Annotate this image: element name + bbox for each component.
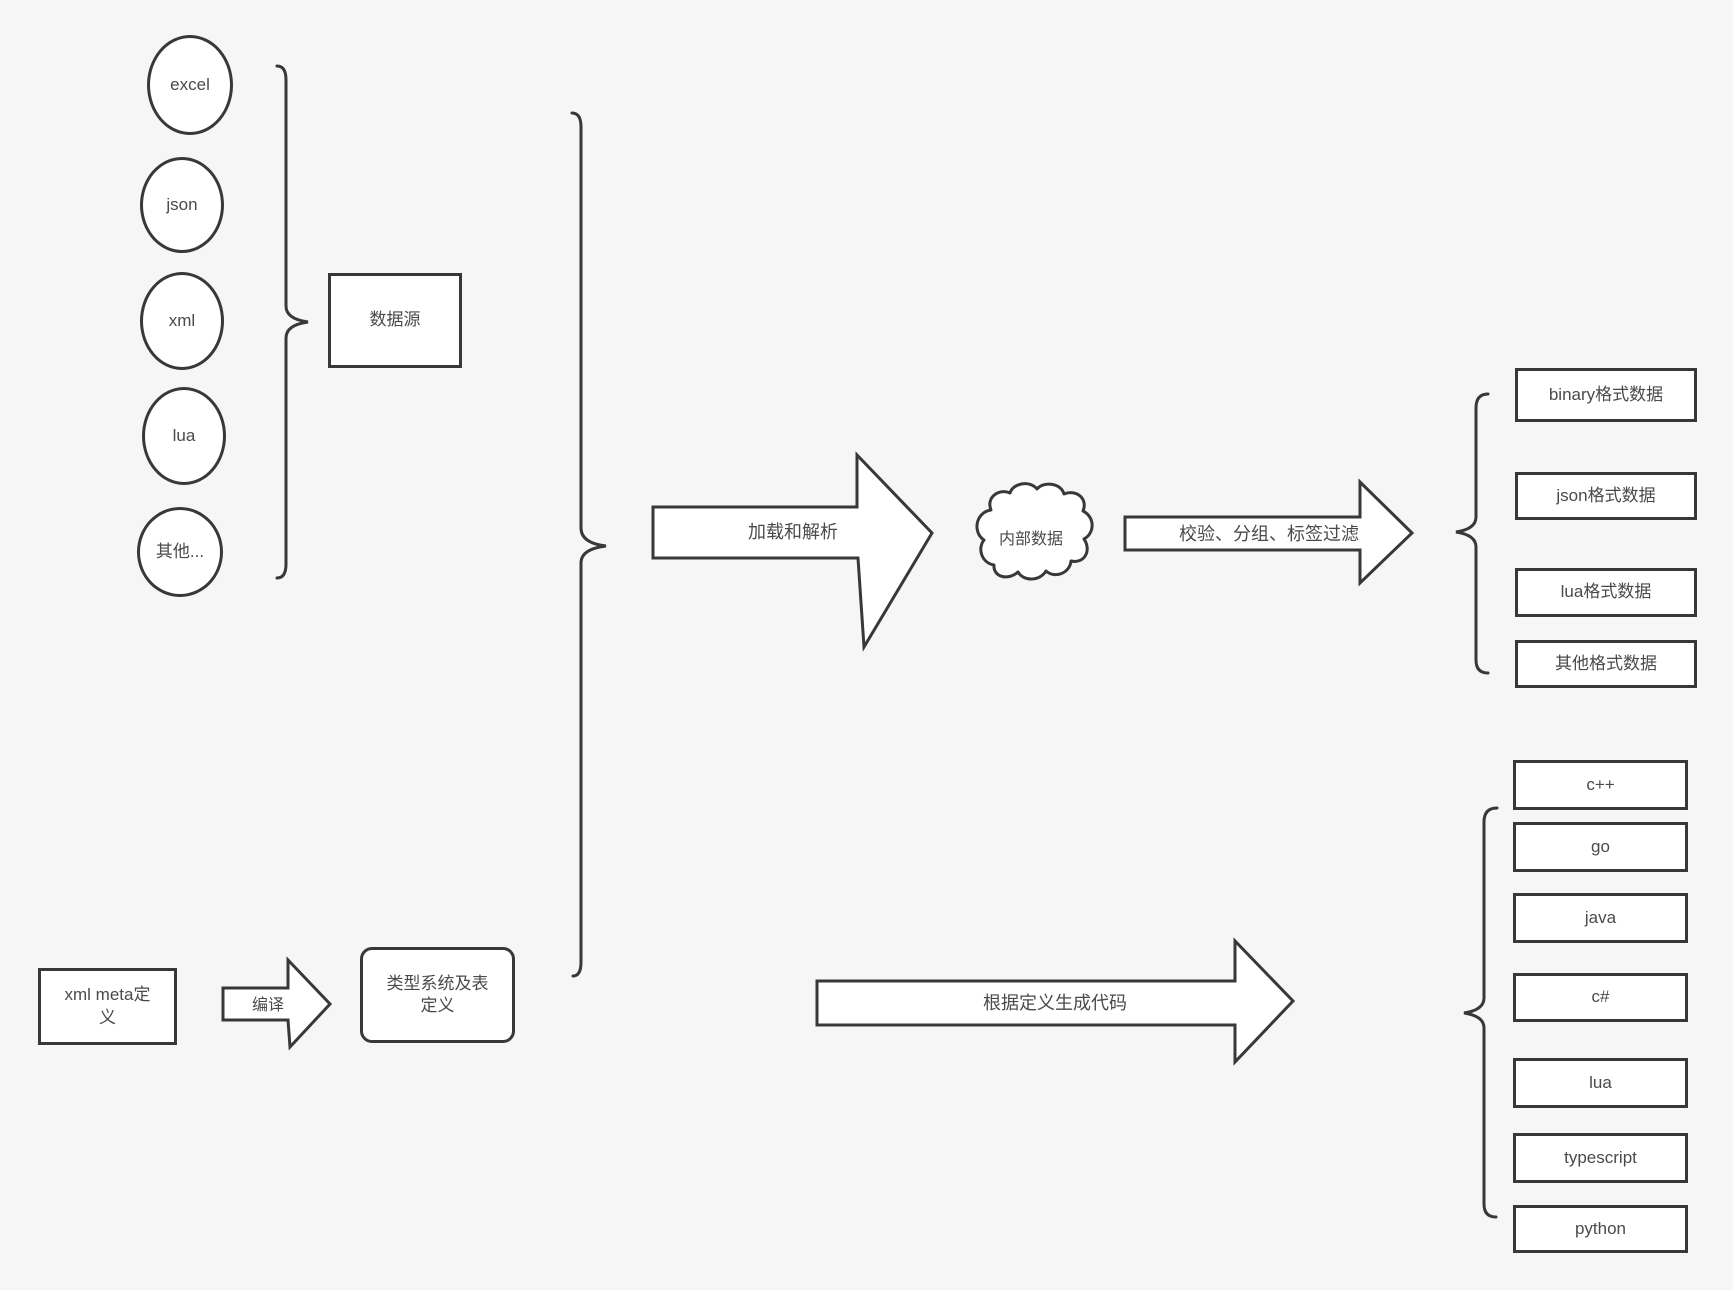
format-box-label: binary格式数据 [1548, 384, 1664, 404]
xml-meta-definition-line1: xml meta定 [64, 985, 151, 1005]
load-parse-arrow-label: 加载和解析 [748, 522, 838, 542]
filter-arrow-label: 校验、分组、标签过滤 [1179, 524, 1359, 544]
source-ellipse-lua: lua [142, 387, 226, 485]
language-box-typescript: typescript [1513, 1133, 1688, 1183]
language-box-label: python [1574, 1218, 1627, 1238]
sources-brace [275, 64, 309, 580]
data-source-label: 数据源 [369, 310, 421, 330]
format-box-lua: lua格式数据 [1515, 568, 1697, 617]
source-ellipse-json: json [140, 157, 224, 253]
format-box-label: 其他格式数据 [1555, 653, 1657, 673]
compile-arrow [221, 956, 333, 1051]
format-box-binary: binary格式数据 [1515, 368, 1697, 422]
language-box-cpp: c++ [1513, 760, 1688, 810]
type-system-line2: 定义 [420, 996, 455, 1015]
language-box-label: go [1591, 836, 1610, 856]
format-box-label: json格式数据 [1556, 485, 1656, 505]
source-ellipse-label: xml [168, 310, 196, 330]
language-box-label: lua [1589, 1072, 1612, 1092]
format-box-other: 其他格式数据 [1515, 640, 1697, 688]
internal-data-cloud [975, 482, 1094, 581]
source-ellipse-label: excel [170, 74, 210, 94]
inputs-big-brace [570, 111, 607, 978]
language-box-python: python [1513, 1205, 1688, 1253]
languages-brace [1463, 806, 1499, 1219]
source-ellipse-label: json [166, 194, 198, 214]
filter-arrow [1123, 478, 1415, 587]
compile-arrow-label: 编译 [251, 997, 285, 1014]
format-box-json: json格式数据 [1515, 472, 1697, 520]
type-system-box: 类型系统及表 定义 [360, 947, 515, 1043]
type-system-line1: 类型系统及表 [386, 973, 489, 993]
language-box-java: java [1513, 893, 1688, 943]
codegen-arrow [815, 937, 1296, 1066]
xml-meta-definition-box: xml meta定 义 [38, 968, 177, 1045]
internal-data-cloud-label: 内部数据 [998, 531, 1064, 548]
xml-meta-definition-line2: 义 [99, 1007, 116, 1027]
source-ellipse-excel: excel [147, 35, 233, 135]
codegen-arrow-label: 根据定义生成代码 [983, 993, 1127, 1013]
source-ellipse-xml: xml [140, 272, 224, 370]
language-box-label: c++ [1586, 774, 1615, 794]
language-box-go: go [1513, 822, 1688, 872]
language-box-label: java [1584, 907, 1617, 927]
language-box-csharp: c# [1513, 973, 1688, 1022]
formats-brace [1455, 392, 1490, 675]
load-parse-arrow [651, 451, 934, 652]
data-source-box: 数据源 [328, 273, 462, 368]
source-ellipse-other: 其他... [137, 507, 223, 597]
language-box-label: c# [1591, 987, 1610, 1007]
source-ellipse-label: lua [172, 425, 196, 445]
language-box-label: typescript [1564, 1147, 1637, 1167]
source-ellipse-label: 其他... [155, 541, 205, 561]
format-box-label: lua格式数据 [1560, 582, 1652, 602]
language-box-lua: lua [1513, 1058, 1688, 1108]
